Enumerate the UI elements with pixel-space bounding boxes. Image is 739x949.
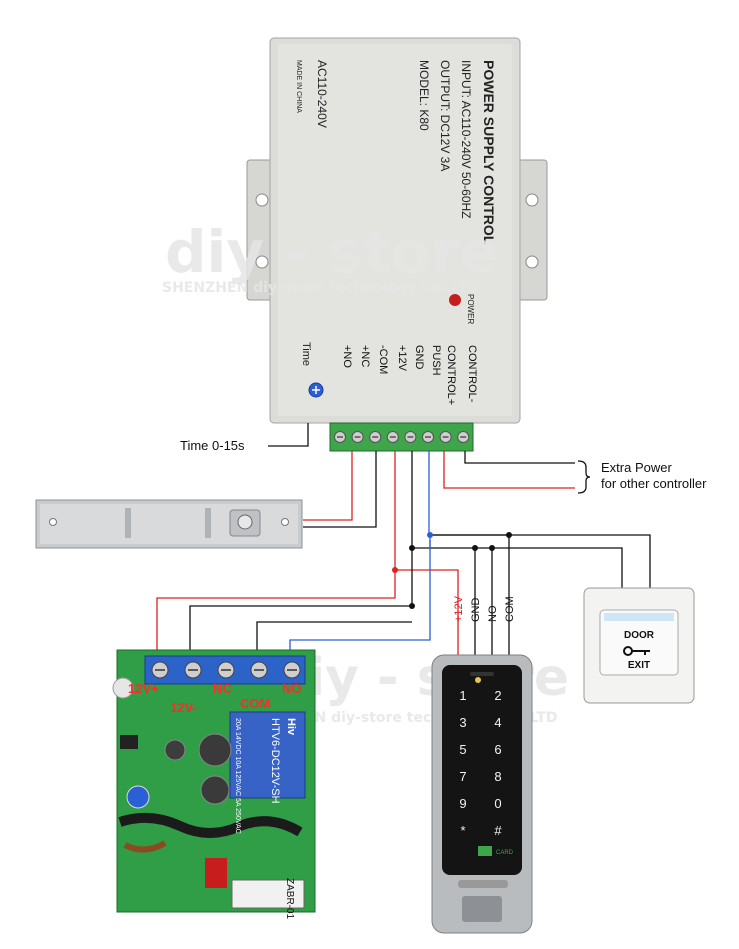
psu-made-in: MADE IN CHINA: [295, 60, 302, 113]
keypad-key[interactable]: 4: [494, 715, 501, 730]
time-range-label: Time 0-15s: [180, 438, 245, 453]
psu-terminal-label: +NC: [359, 345, 371, 367]
door-exit-button: DOOR EXIT: [583, 587, 695, 704]
keypad-key[interactable]: 1: [459, 688, 466, 703]
keypad-wire-label: +12V: [453, 595, 465, 622]
keypad-wire-labels: +12V GND NO COM: [453, 595, 516, 622]
relay-terminal-label: COM: [240, 696, 270, 711]
keypad-key[interactable]: 0: [494, 796, 501, 811]
electric-bolt-lock: [35, 499, 303, 549]
wiring: [156, 423, 651, 660]
keypad-key[interactable]: 7: [459, 769, 466, 784]
access-keypad: [431, 654, 533, 934]
keypad-key[interactable]: 2: [494, 688, 501, 703]
relay-terminal-label: 12V-: [170, 700, 197, 715]
psu-terminal-label: +12V: [396, 345, 408, 372]
keypad-card-label: CARD: [496, 850, 514, 856]
relay-spec-label: 20A 14VDC 10A 125VAC 5A 250VAC: [234, 718, 241, 834]
keypad-keys: 1 2 3 4 5 6 7 8 9 0 * #: [459, 688, 502, 838]
keypad-key[interactable]: *: [460, 823, 465, 838]
psu-title: POWER SUPPLY CONTROL: [481, 60, 497, 245]
wire-junctions: [392, 532, 512, 609]
relay-terminal-label: NO: [282, 681, 302, 696]
relay-terminal-label: 12V+: [128, 681, 159, 696]
keypad-wire-label: NO: [487, 605, 499, 622]
relay-terminal-label: NC: [213, 681, 232, 696]
psu-time-label: Time: [300, 342, 312, 366]
power-led-icon: [449, 294, 461, 306]
psu-terminal-label: CONTROL-: [466, 345, 478, 403]
relay-board-label: ZABR-01: [284, 878, 295, 920]
psu-terminal-label: GND: [413, 345, 425, 370]
relay-terminal-labels: 12V+ 12V- NC COM NO: [128, 681, 302, 715]
psu-terminal-label: PUSH: [430, 345, 442, 376]
psu-terminal-block: [329, 422, 474, 452]
relay-brand-label: Hiv: [285, 718, 297, 736]
relay-part-label: HTV6-DC12V-SH: [269, 718, 281, 804]
extra-power-label-2: for other controller: [601, 476, 707, 491]
extra-power-label: Extra Power: [601, 460, 672, 475]
keypad-key[interactable]: 6: [494, 742, 501, 757]
exit-door-label: DOOR: [624, 630, 655, 641]
exit-label: EXIT: [628, 660, 650, 671]
wireless-relay-board: [112, 649, 316, 913]
psu-model: MODEL: K80: [417, 60, 431, 131]
lock-bolt-icon: [237, 514, 253, 530]
power-led-label: POWER: [466, 294, 475, 324]
keypad-key[interactable]: #: [494, 823, 502, 838]
keypad-key[interactable]: 8: [494, 769, 501, 784]
psu-terminal-label: CONTROL+: [445, 345, 457, 405]
watermark-brand: diy - store: [165, 218, 499, 286]
keypad-key[interactable]: 5: [459, 742, 466, 757]
psu-terminal-label: +NO: [341, 345, 353, 368]
psu-terminal-label: -COM: [377, 345, 389, 374]
keypad-wire-label: COM: [504, 596, 516, 622]
watermark-company: SHENZHEN diy-store technology Co.,LTD: [162, 280, 480, 296]
keypad-key[interactable]: 9: [459, 796, 466, 811]
keypad-key[interactable]: 3: [459, 715, 466, 730]
psu-terminal-labels: CONTROL- CONTROL+PUSH GND +12V -COM +NC +NO: [341, 345, 478, 405]
key-icon: [623, 646, 650, 656]
keypad-wire-label: GND: [470, 598, 482, 623]
power-supply-box: [246, 37, 548, 424]
psu-input: INPUT: AC110-240V 50-60HZ: [459, 60, 473, 219]
psu-ac-label: AC110-240V: [315, 60, 329, 128]
psu-output: OUTPUT: DC12V 3A: [438, 60, 452, 171]
